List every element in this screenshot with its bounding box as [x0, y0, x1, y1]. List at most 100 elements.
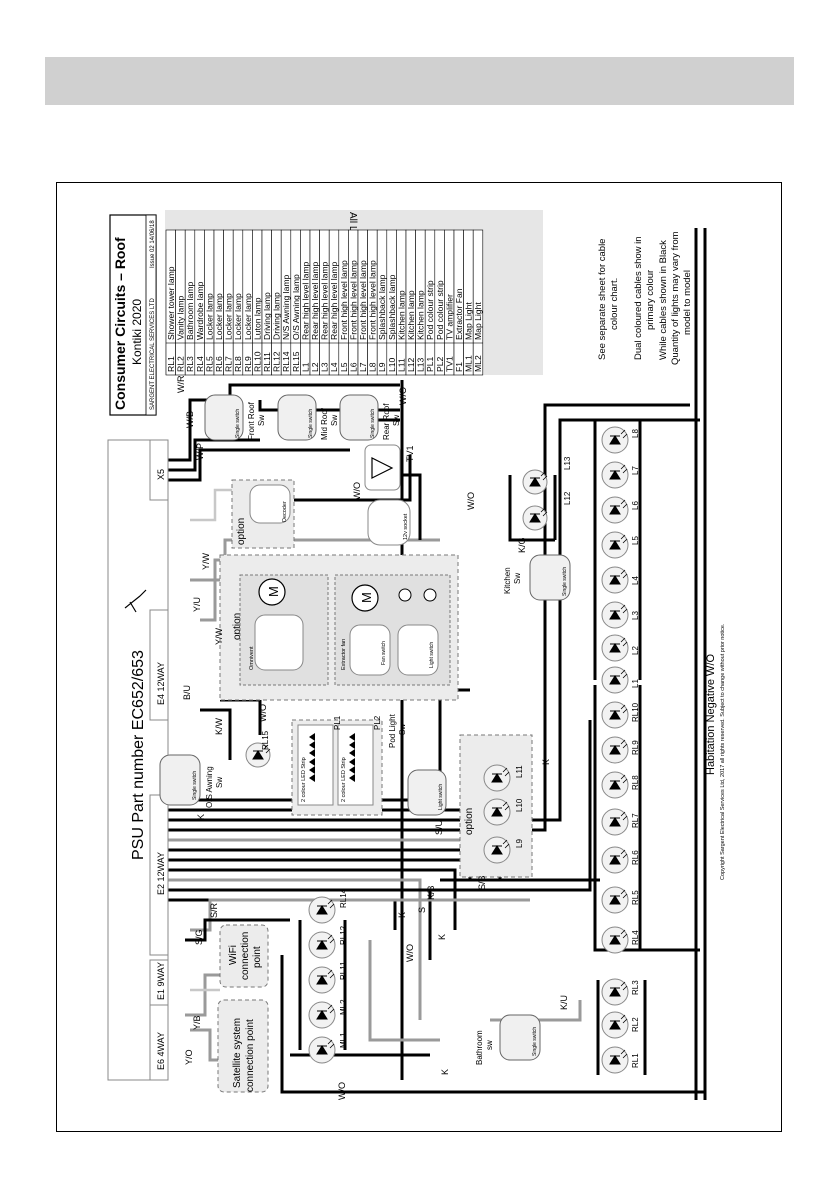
rl8-label: RL8 — [631, 775, 640, 790]
legend-code: RL12 — [272, 351, 282, 372]
l10-label: L10 — [515, 798, 524, 812]
mid-roof-sw-label-2: Sw — [330, 415, 339, 426]
lamp-l5 — [601, 531, 629, 559]
12v-socket[interactable] — [367, 499, 411, 546]
l5-label: L5 — [631, 536, 640, 545]
legend-code: RL5 — [204, 356, 214, 372]
mid-roof-switch[interactable] — [277, 394, 317, 441]
wire-label-k-4: K — [440, 1069, 450, 1075]
kitchen-sw-label-2: Sw — [513, 573, 522, 584]
legend-desc: Bathroom lamp — [185, 282, 195, 340]
legend-code: RL15 — [291, 351, 301, 372]
lamp-l1 — [601, 666, 629, 694]
legend-desc: Front high level lamp — [348, 260, 358, 340]
lamp-rl1 — [601, 1046, 629, 1074]
legend-code: F1 — [454, 362, 464, 372]
legend-desc: Pod colour strip — [425, 280, 435, 340]
wire-label-kw: K/W — [214, 717, 224, 735]
legend-desc: Splashback lamp — [377, 274, 387, 340]
wire-label-k-5: K — [541, 759, 551, 765]
fan-switch-label: Fan switch — [381, 641, 387, 665]
kitchen-sw-label: Kitchen — [503, 567, 512, 594]
bathroom-sw-label: Bathroom — [475, 1030, 484, 1065]
lamp-l13 — [522, 469, 548, 495]
legend-code: L5 — [339, 362, 349, 372]
legend-desc: Front high level lamp — [368, 260, 378, 340]
note-line-5: While cables shown in Black — [658, 240, 669, 360]
single-switch-label: Single switch — [562, 567, 568, 596]
rl5-label: RL5 — [631, 890, 640, 905]
legend-desc: Rear high level lamp — [300, 261, 310, 340]
l7-label: L7 — [631, 466, 640, 475]
fan-switch[interactable] — [349, 624, 391, 676]
legend-code: L7 — [358, 362, 368, 372]
bathroom-switch[interactable] — [499, 1014, 541, 1061]
light-switch-label: Light switch — [429, 642, 435, 668]
led-icon — [349, 758, 355, 766]
legend-code: RL8 — [233, 356, 243, 372]
rear-roof-switch[interactable] — [339, 394, 379, 441]
single-switch-label: Single switch — [308, 409, 314, 438]
light-switch[interactable] — [397, 624, 439, 676]
legend-code: PL2 — [435, 356, 445, 372]
option-label-splash: option — [464, 808, 475, 835]
habitation-negative-label: Habitation Negative W/O — [705, 654, 717, 775]
motor-label: M — [266, 586, 281, 597]
mid-roof-sw-label: Mid Roof — [320, 407, 329, 440]
wire-label-su: S/U — [434, 820, 444, 835]
motor-label-2: M — [359, 592, 374, 603]
bathroom-sw-label-2: sw — [485, 1040, 494, 1050]
legend-code: L11 — [396, 358, 406, 372]
legend-desc: Luton lamp — [252, 297, 262, 340]
motor-icon — [258, 578, 286, 606]
wire-label-k-2: K — [397, 912, 407, 918]
lamp-rl7 — [601, 808, 629, 836]
legend-code: RL1 — [166, 356, 176, 372]
issue: Issue 02 14/06/18 — [150, 220, 156, 268]
pl2-label: PL2 — [373, 715, 382, 730]
legend-code: L9 — [377, 362, 387, 372]
wire-label-kb: K/B — [426, 885, 436, 900]
title: Consumer Circuits – Roof — [112, 237, 128, 410]
lamp-rl12 — [308, 931, 336, 959]
connector-e4: E4 12WAY — [156, 662, 166, 705]
copyright: Copyright Sargent Electrical Services Lt… — [720, 623, 726, 880]
lamp-l11 — [483, 764, 511, 792]
lamp-ml2 — [308, 1001, 336, 1029]
wifi-label-3: point — [252, 946, 263, 968]
legend-desc: Map Light — [464, 302, 474, 340]
legend-code: RL10 — [252, 351, 262, 372]
led-icon — [349, 749, 355, 757]
os-awning-label-2: Sw — [215, 777, 224, 788]
rl2-label: RL2 — [631, 1017, 640, 1032]
lamp-rl14 — [308, 896, 336, 924]
lamp-rl15 — [245, 742, 271, 768]
wire-label-yu: Y/U — [192, 597, 202, 612]
legend-desc: Locker lamp — [204, 293, 214, 340]
roof-switches: Single switch Single switch Single switc… — [204, 394, 401, 441]
wire-label-wr: W/R — [176, 375, 186, 393]
os-awning-switch[interactable] — [159, 754, 201, 806]
legend-desc: Driving lamp — [262, 292, 272, 340]
legend-desc: Map Light — [473, 302, 483, 340]
wifi-label-2: connection — [240, 932, 251, 980]
front-roof-sw-label: Front Roof — [247, 401, 256, 440]
tv1-label: TV1 — [405, 445, 415, 462]
kitchen-switch[interactable] — [529, 554, 571, 601]
legend-code: RL3 — [185, 356, 195, 372]
led-icon — [309, 741, 315, 749]
rear-roof-sw-label-2: Sw — [392, 415, 401, 426]
option-label: option — [236, 518, 247, 545]
pod-light-switch[interactable] — [407, 769, 447, 816]
legend-desc: Rear high level lamp — [310, 261, 320, 340]
wire-label-wo: W/O — [398, 387, 408, 405]
note-line-2: colour chart. — [609, 278, 620, 330]
front-roof-switch[interactable] — [204, 394, 244, 441]
wire-label-wo-5: W/O — [405, 944, 415, 962]
decoder-option: option Decoder 12v socket — [231, 479, 411, 549]
led-icon — [309, 766, 315, 774]
led-strip-label: 2 colour LED Strip — [301, 757, 307, 802]
lamp-rl5 — [601, 886, 629, 914]
